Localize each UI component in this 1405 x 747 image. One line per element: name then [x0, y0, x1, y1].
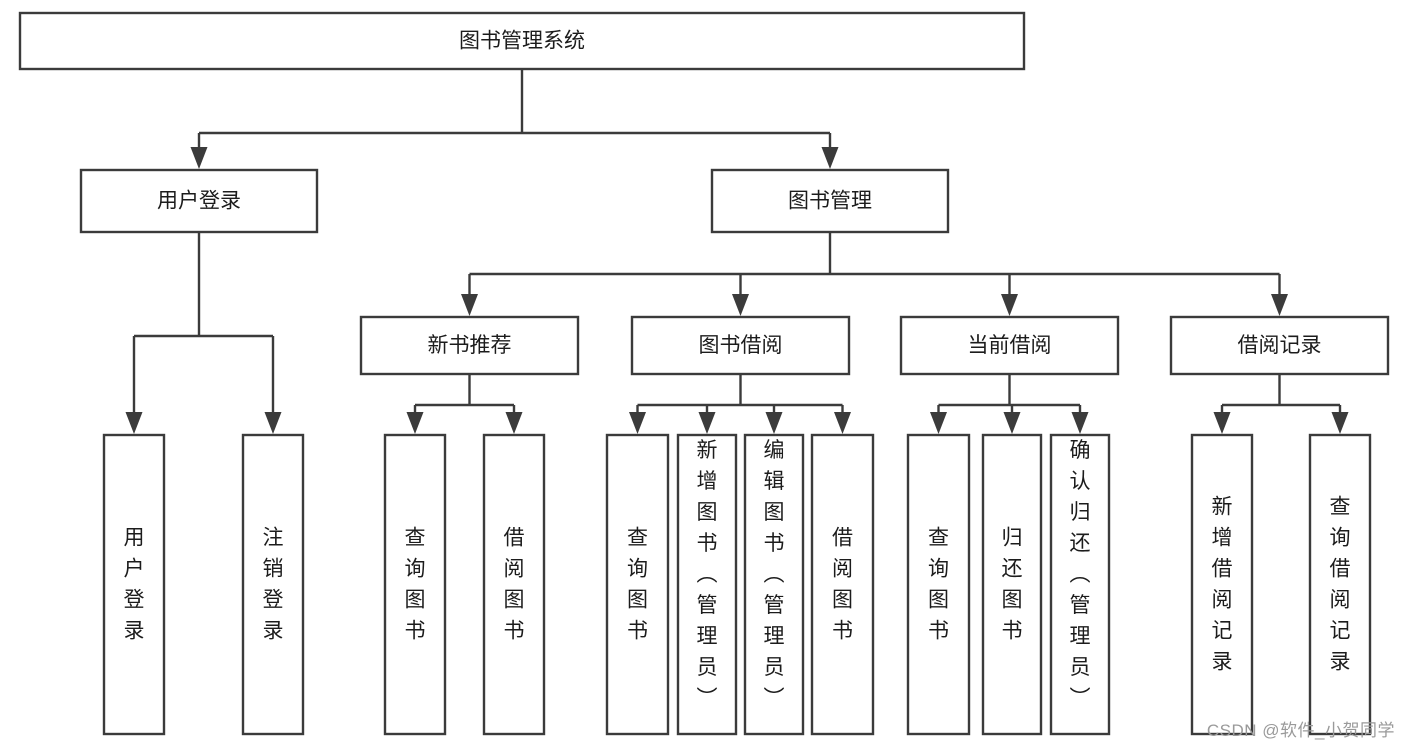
node-user-login[interactable]: 用户登录 [79, 168, 319, 234]
node-box [1169, 315, 1390, 376]
node-box [676, 433, 738, 736]
node-label: 新增图书︵管理员︶ [697, 439, 718, 710]
node-leaf-add-record[interactable]: 新增借阅记录 [1190, 433, 1254, 736]
node-label: 当前借阅 [968, 334, 1052, 357]
arrow-head-icon [1271, 294, 1288, 316]
node-leaf-confirm-return[interactable]: 确认归还︵管理员︶ [1049, 433, 1111, 736]
node-label: 图书管理系统 [459, 30, 585, 53]
arrow-head-icon [821, 147, 839, 169]
node-label: 确认归还︵管理员︶ [1070, 439, 1091, 710]
node-label: 用户登录 [157, 190, 241, 213]
node-label: 新增借阅记录 [1212, 496, 1233, 674]
node-leaf-user-login[interactable]: 用户登录 [102, 433, 166, 736]
node-box [906, 433, 971, 736]
node-leaf-query-book-rec[interactable]: 查询图书 [383, 433, 447, 736]
arrow-head-icon [1001, 294, 1018, 316]
node-new-book-rec[interactable]: 新书推荐 [359, 315, 580, 376]
node-box [605, 433, 670, 736]
node-box [981, 433, 1043, 736]
node-leaf-query-book-current[interactable]: 查询图书 [906, 433, 971, 736]
arrow-head-icon [125, 412, 143, 434]
node-box [743, 433, 805, 736]
arrow-head-icon [406, 412, 424, 434]
node-box [1190, 433, 1254, 736]
arrow-head-icon [1213, 412, 1231, 434]
node-leaf-query-book-borrow[interactable]: 查询图书 [605, 433, 670, 736]
arrow-head-icon [461, 294, 478, 316]
node-box [1308, 433, 1372, 736]
node-current-borrow[interactable]: 当前借阅 [899, 315, 1120, 376]
node-label: 新书推荐 [428, 334, 512, 357]
node-label: 图书借阅 [699, 334, 783, 357]
node-box [630, 315, 851, 376]
node-book-manage[interactable]: 图书管理 [710, 168, 950, 234]
arrow-head-icon [1331, 412, 1349, 434]
arrow-head-icon [1003, 412, 1021, 434]
arrow-head-icon [264, 412, 282, 434]
node-label: 查询图书 [627, 527, 648, 643]
node-box [1049, 433, 1111, 736]
node-borrow-record[interactable]: 借阅记录 [1169, 315, 1390, 376]
node-leaf-query-record[interactable]: 查询借阅记录 [1308, 433, 1372, 736]
arrow-head-icon [765, 412, 783, 434]
node-leaf-borrow-book-rec[interactable]: 借阅图书 [482, 433, 546, 736]
connector-group [629, 374, 851, 434]
connector-group [125, 232, 282, 434]
connector-group [406, 374, 523, 434]
node-label: 查询图书 [928, 527, 949, 643]
arrow-head-icon [505, 412, 523, 434]
node-box [482, 433, 546, 736]
node-label: 查询图书 [405, 527, 426, 643]
arrow-head-icon [190, 147, 208, 169]
node-label: 查询借阅记录 [1330, 496, 1351, 674]
node-root[interactable]: 图书管理系统 [18, 11, 1026, 71]
connector-group [1213, 374, 1349, 434]
arrow-head-icon [698, 412, 716, 434]
node-box [18, 11, 1026, 71]
node-label: 编辑图书︵管理员︶ [764, 439, 785, 710]
arrow-head-icon [1071, 412, 1089, 434]
node-leaf-edit-book[interactable]: 编辑图书︵管理员︶ [743, 433, 805, 736]
node-label: 借阅记录 [1238, 334, 1322, 357]
connector-group [930, 374, 1089, 434]
node-label: 借阅图书 [832, 527, 853, 643]
node-leaf-add-book[interactable]: 新增图书︵管理员︶ [676, 433, 738, 736]
node-box [359, 315, 580, 376]
arrow-head-icon [930, 412, 947, 434]
node-layer: 图书管理系统用户登录图书管理新书推荐图书借阅当前借阅借阅记录用户登录注销登录查询… [18, 11, 1390, 736]
arrow-head-icon [834, 412, 851, 434]
node-box [102, 433, 166, 736]
node-label: 用户登录 [124, 527, 145, 643]
node-box [710, 168, 950, 234]
node-box [899, 315, 1120, 376]
node-label: 注销登录 [263, 527, 284, 643]
node-label: 借阅图书 [504, 527, 525, 643]
arrow-head-icon [732, 294, 749, 316]
node-box [383, 433, 447, 736]
node-label: 图书管理 [788, 190, 872, 213]
connector-group [190, 69, 839, 169]
connector-layer [125, 69, 1349, 434]
node-leaf-borrow-book[interactable]: 借阅图书 [810, 433, 875, 736]
node-book-borrow[interactable]: 图书借阅 [630, 315, 851, 376]
node-box [79, 168, 319, 234]
node-box [810, 433, 875, 736]
connector-group [461, 232, 1288, 316]
node-box [241, 433, 305, 736]
arrow-head-icon [629, 412, 646, 434]
node-label: 归还图书 [1002, 527, 1023, 643]
node-leaf-return-book[interactable]: 归还图书 [981, 433, 1043, 736]
node-leaf-user-logout[interactable]: 注销登录 [241, 433, 305, 736]
